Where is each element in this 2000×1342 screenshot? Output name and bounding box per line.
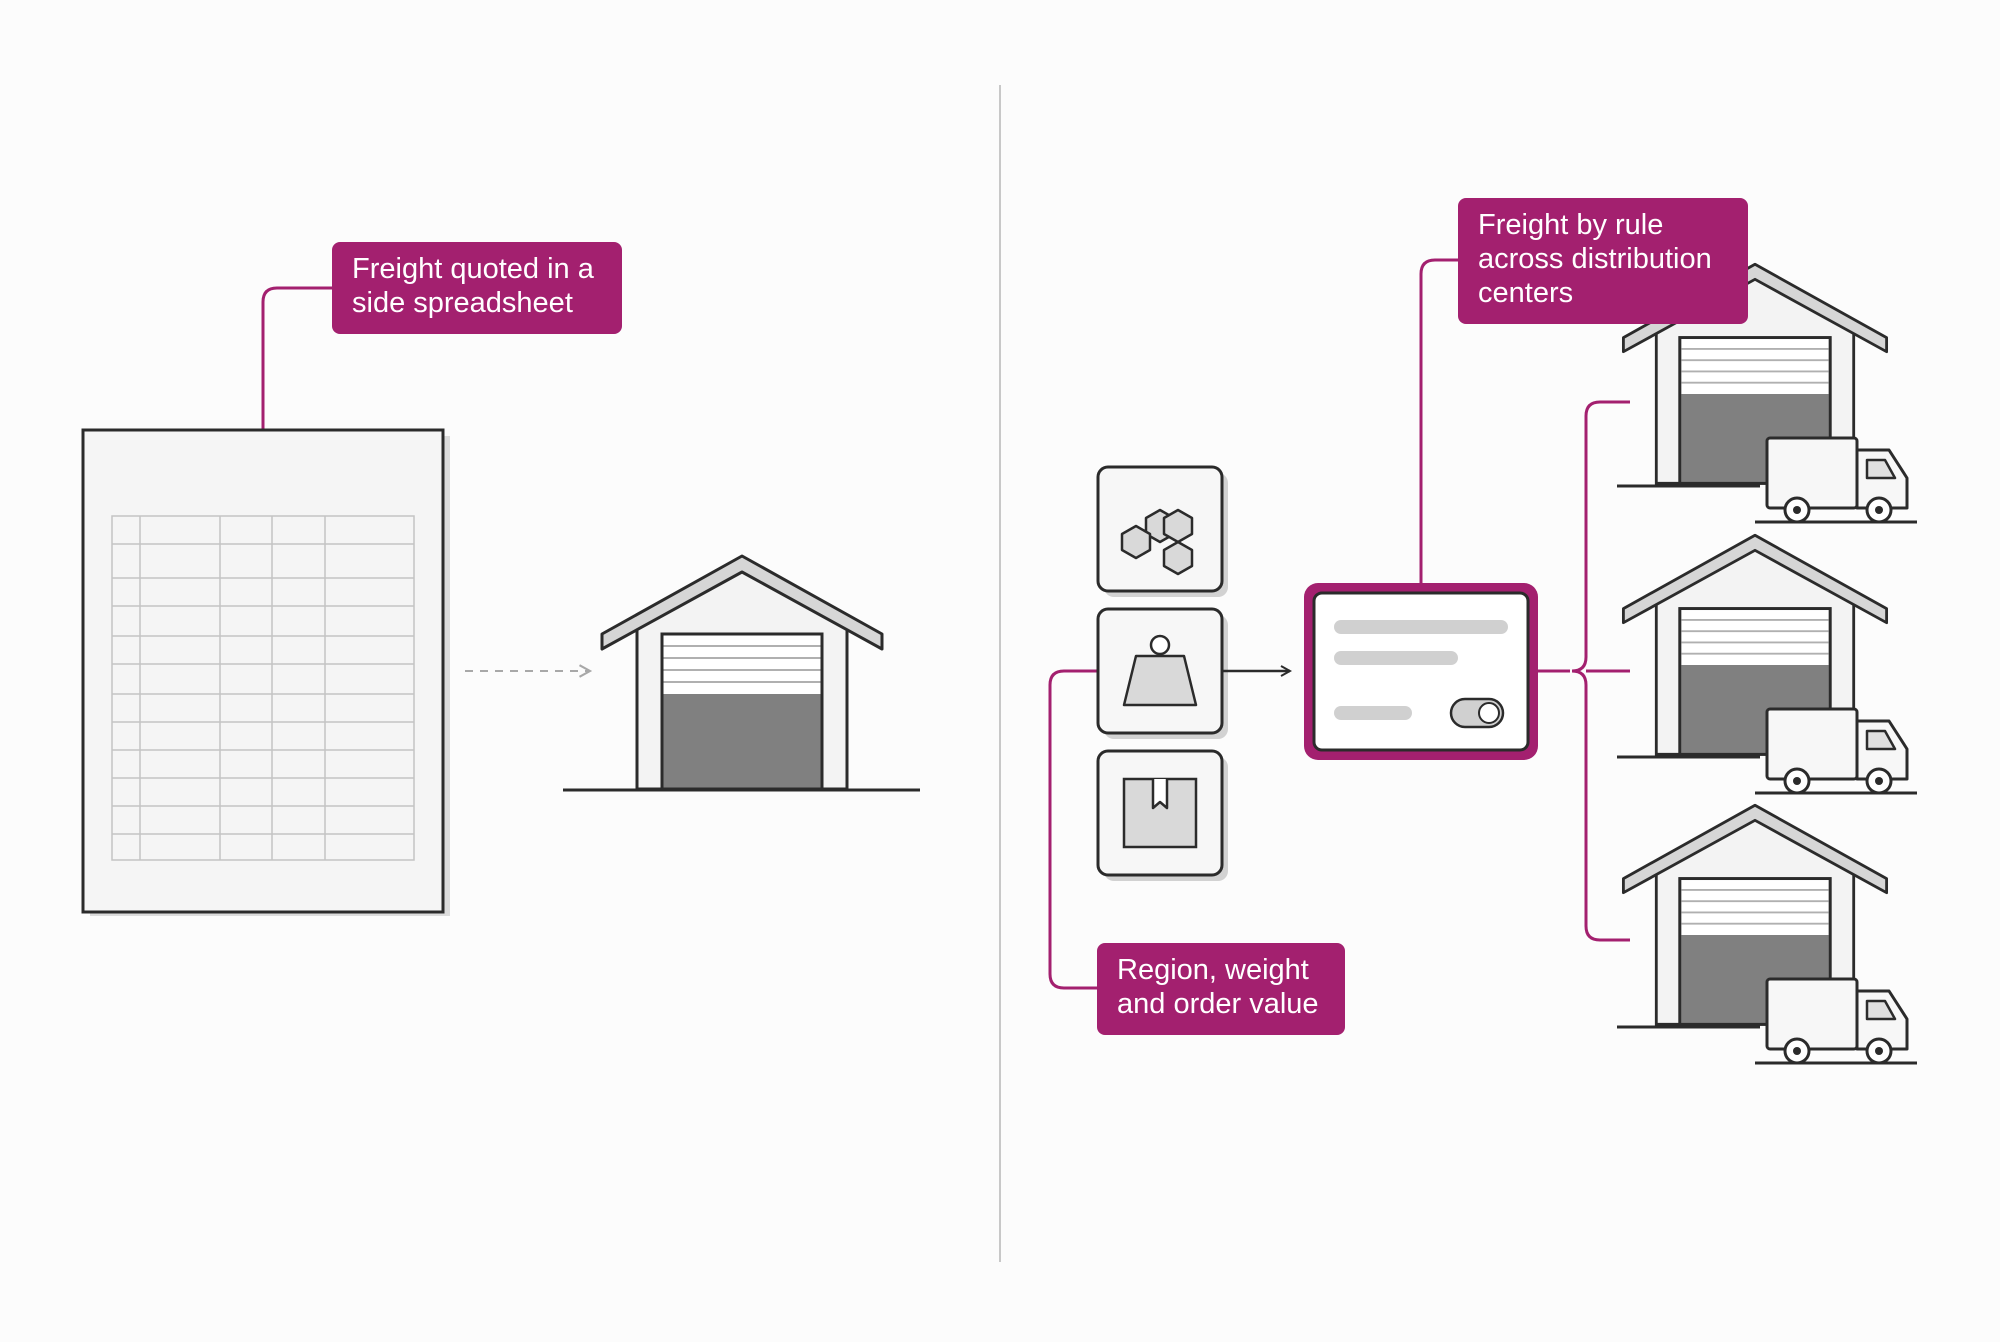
connector-left-callout <box>261 286 334 430</box>
callout-side-spreadsheet: Freight quoted in a side spreadsheet <box>332 242 622 334</box>
callout-region-weight-value: Region, weight and order value <box>1097 943 1345 1035</box>
truck-icon <box>1765 977 1909 1065</box>
distribution-center-3 <box>1617 803 1917 1065</box>
callout-line: Freight by rule <box>1478 209 1664 241</box>
callout-freight-by-rule: Freight by rule across distribution cent… <box>1458 198 1748 324</box>
hexagons-icon <box>1096 465 1228 597</box>
callout-line: centers <box>1478 277 1574 309</box>
rule-card-icon <box>1304 583 1538 760</box>
package-icon <box>1096 749 1228 881</box>
callout-line: Freight quoted in a <box>352 253 594 285</box>
connector-bottom-callout <box>1048 669 1098 990</box>
callout-line: and order value <box>1117 988 1319 1020</box>
connector-top-callout <box>1419 258 1460 583</box>
callout-line: across distribution <box>1478 243 1712 275</box>
weight-icon <box>1096 607 1228 739</box>
truck-icon <box>1765 707 1909 795</box>
callout-line: side spreadsheet <box>352 287 573 319</box>
distribution-center-1 <box>1617 262 1917 524</box>
distribution-center-2 <box>1617 533 1917 795</box>
truck-icon <box>1765 436 1909 524</box>
warehouse-icon <box>563 554 920 792</box>
spreadsheet-icon <box>81 428 450 916</box>
callout-line: Region, weight <box>1117 954 1309 986</box>
distribution-bracket <box>1538 400 1630 942</box>
